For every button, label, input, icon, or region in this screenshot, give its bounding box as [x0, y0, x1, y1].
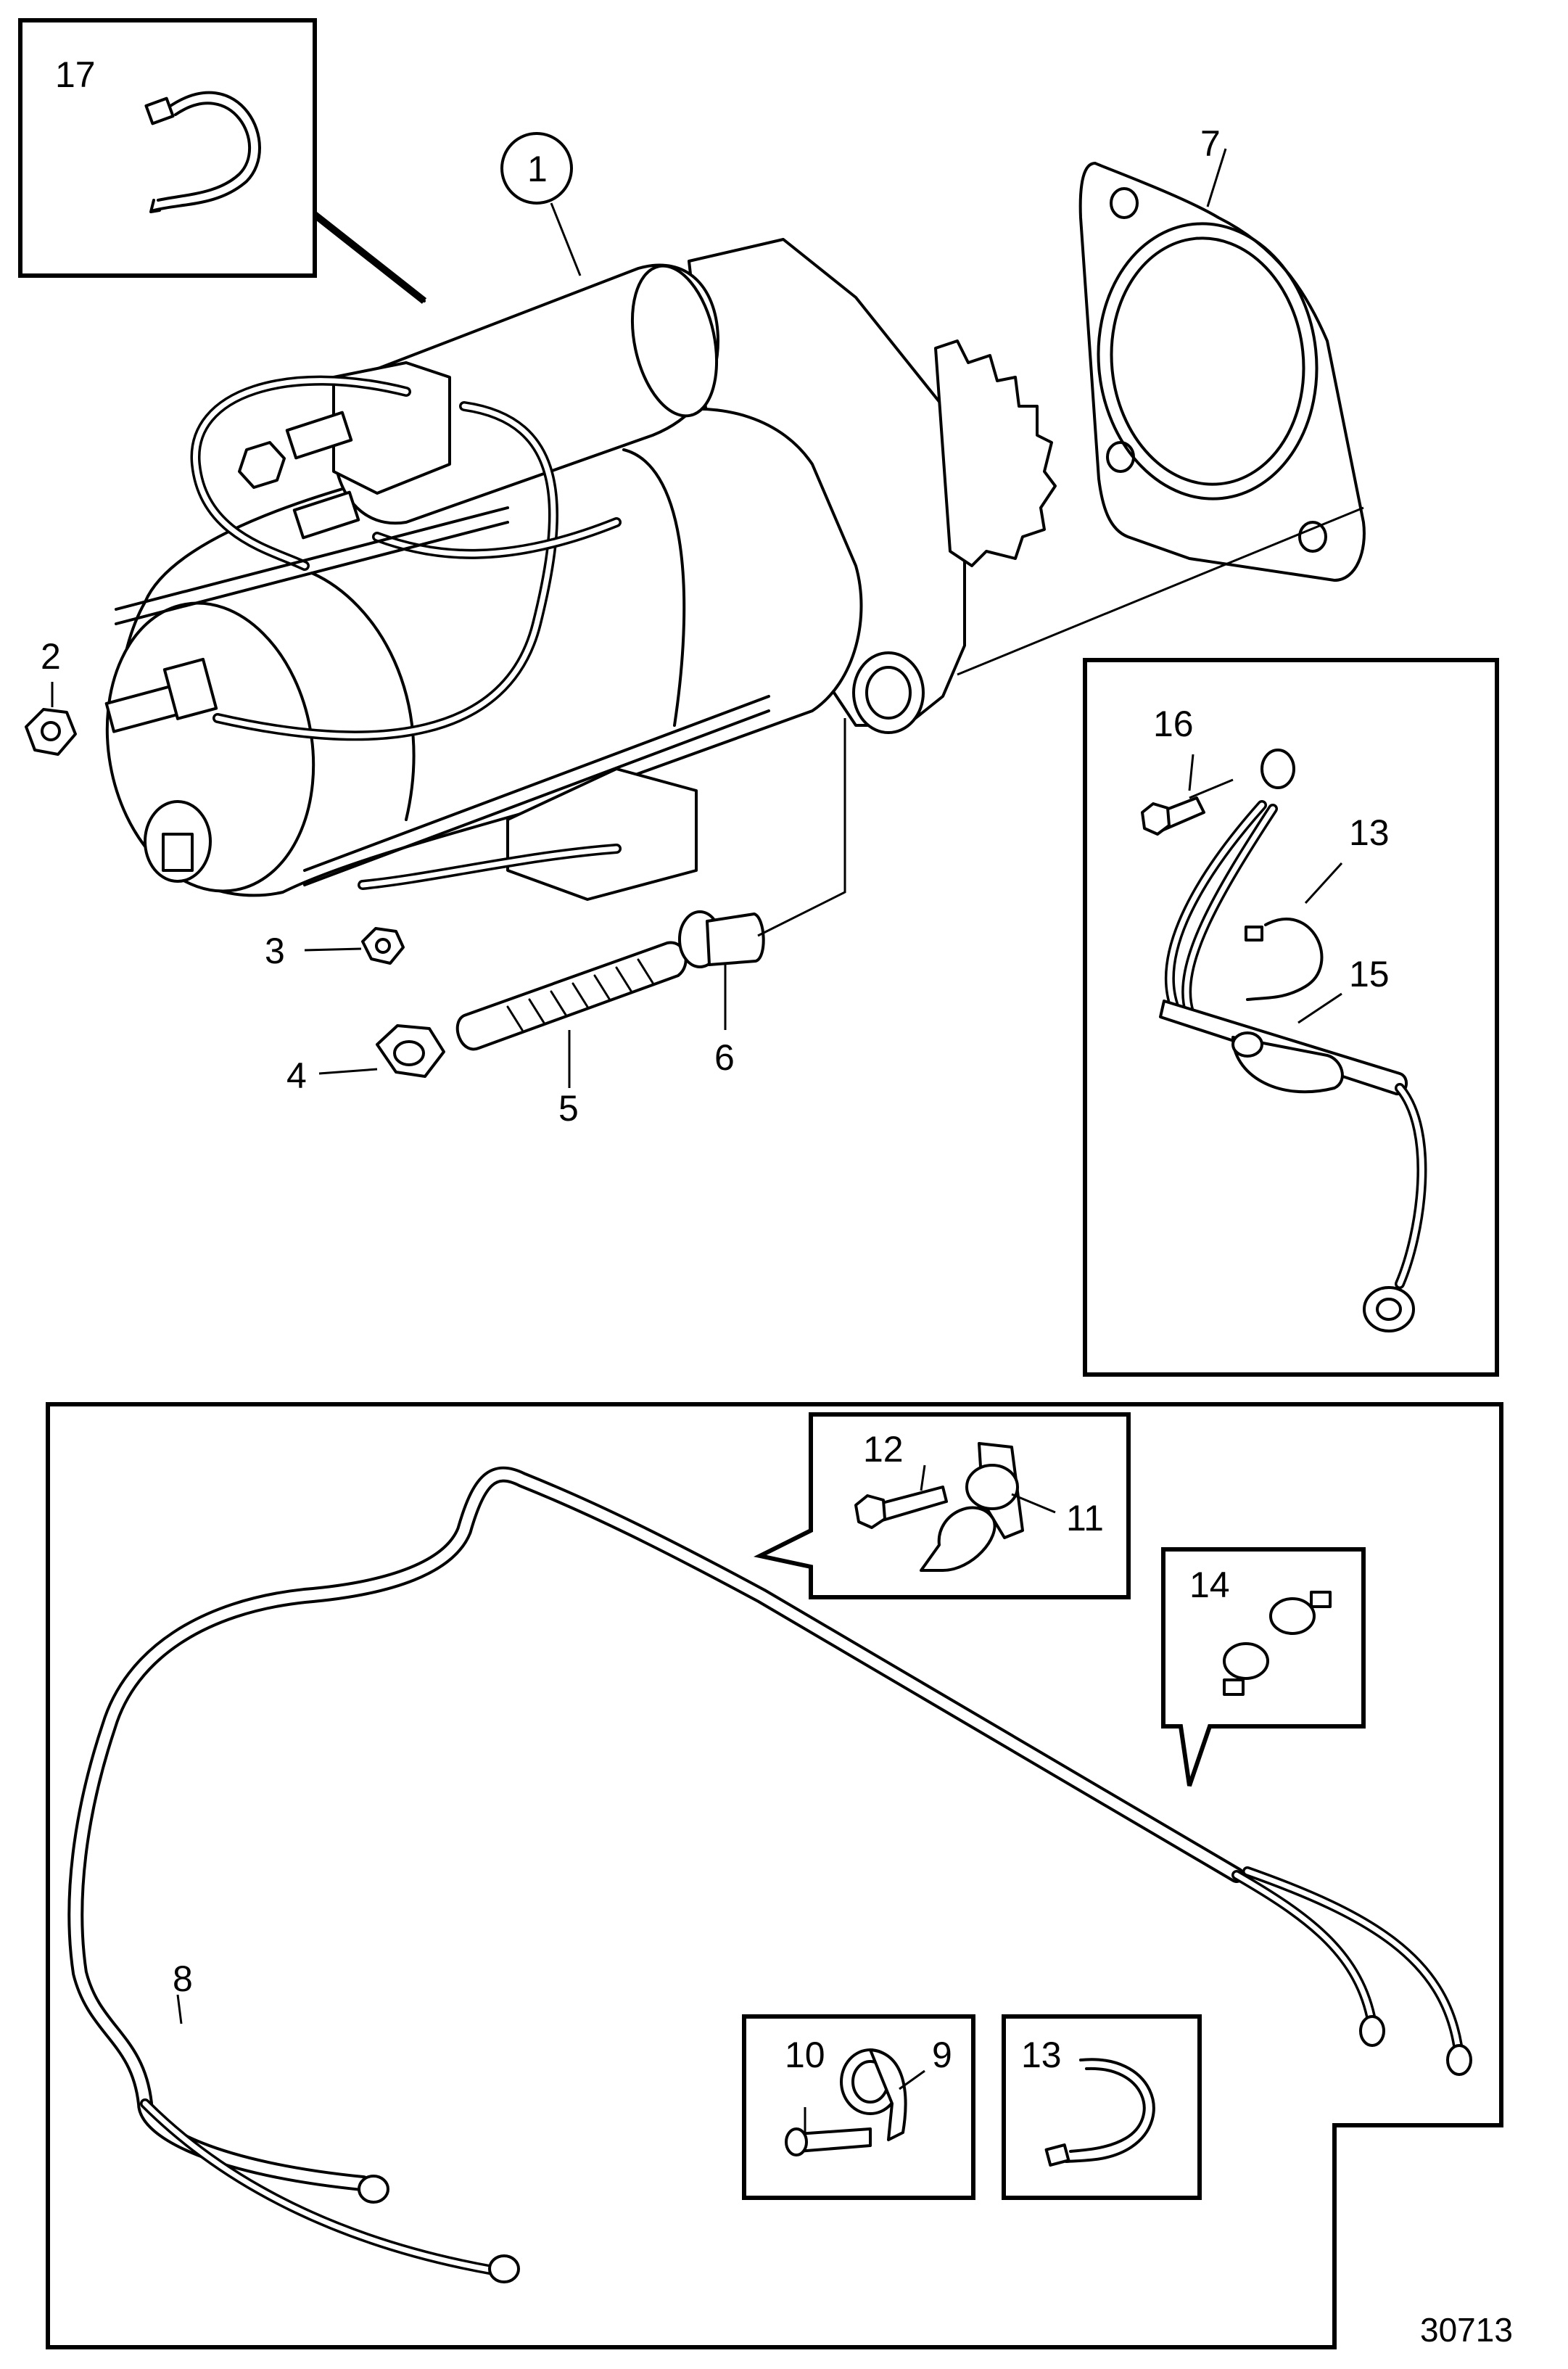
callout-15: 15 — [1349, 954, 1390, 994]
callout-1: 1 — [527, 149, 548, 189]
cable-tie-13-upper-icon: 13 — [1245, 812, 1390, 1001]
cable-harness-8: 8 — [67, 1466, 1472, 2283]
callout-16: 16 — [1153, 704, 1194, 744]
main-terminal-post-icon — [104, 657, 218, 883]
callout-11: 11 — [1066, 1498, 1104, 1538]
detail-bubble-11-12: 11 12 — [754, 1412, 1131, 1599]
detail-box-9-10: 9 10 — [742, 2014, 975, 2200]
callout-17: 17 — [55, 54, 96, 95]
callout-14: 14 — [1189, 1565, 1230, 1605]
callout-9: 9 — [932, 2035, 952, 2075]
double-clamp-14-icon — [1223, 1591, 1332, 1696]
callout-7: 7 — [1200, 123, 1221, 164]
gasket-7: 7 — [1078, 123, 1366, 582]
cable-tie-17-icon — [144, 91, 261, 213]
detail-box-17: 17 — [18, 18, 427, 304]
callout-12: 12 — [863, 1429, 904, 1470]
detail-box-13: 13 — [1002, 2014, 1202, 2200]
detail-bubble-14: 14 — [1161, 1547, 1366, 1787]
callout-4: 4 — [286, 1055, 307, 1096]
solenoid-terminal-stud-icon — [238, 411, 360, 540]
bolt-16: 16 — [1141, 704, 1295, 836]
nut-3: 3 — [265, 927, 405, 971]
callout-10: 10 — [785, 2035, 825, 2075]
callout-2: 2 — [41, 636, 61, 677]
callout-3: 3 — [265, 931, 285, 971]
starter-motor-1: 1 — [104, 132, 1057, 901]
callout-8: 8 — [173, 1958, 193, 1999]
callout-5: 5 — [558, 1088, 579, 1129]
bushing-6: 6 — [678, 718, 846, 1078]
callout-13-upper: 13 — [1349, 812, 1390, 853]
bolt-10 — [785, 2127, 872, 2156]
stud-5: 5 — [455, 941, 688, 1129]
nut-2: 2 — [25, 636, 77, 756]
cable-tie-13-lower-icon — [1044, 2058, 1155, 2167]
bolt-12: 12 — [854, 1429, 948, 1529]
clamp-11: 11 — [920, 1442, 1104, 1572]
callout-6: 6 — [714, 1037, 735, 1078]
figure-number: 30713 — [1420, 2311, 1513, 2349]
callout-13-lower: 13 — [1021, 2035, 1062, 2075]
nut-4: 4 — [286, 1024, 445, 1096]
detail-box-harness-15: 16 13 15 — [1083, 658, 1499, 1377]
ground-harness-15: 15 — [1159, 800, 1427, 1332]
p-clamp-9-icon — [840, 2048, 907, 2141]
harness-panel-8: 8 11 12 — [46, 1402, 1503, 2349]
